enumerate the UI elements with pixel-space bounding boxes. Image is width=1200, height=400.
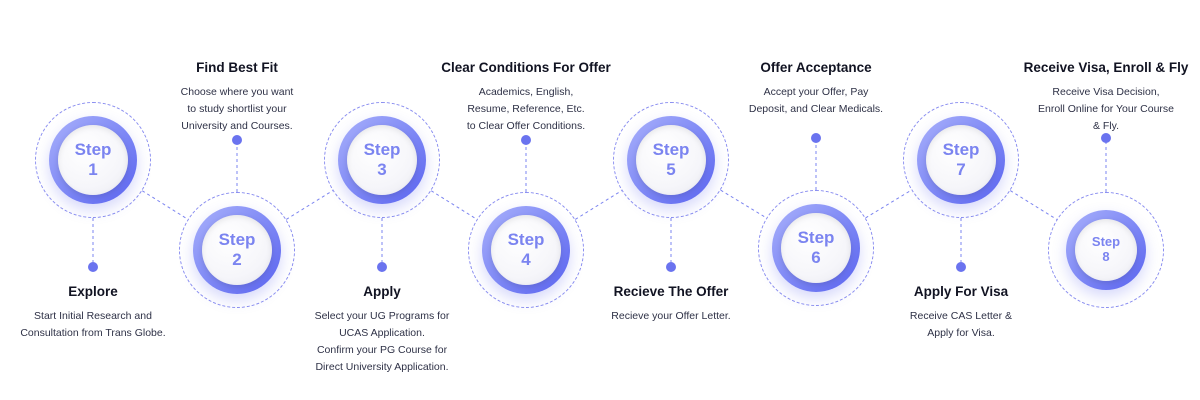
step-5-dot — [666, 262, 676, 272]
step-5-outer-ring — [613, 102, 729, 218]
connector-step-7-to-8 — [1010, 190, 1057, 220]
step-8-description: Receive Visa Decision, Enroll Online for … — [996, 84, 1200, 135]
step-4-outer-ring — [468, 192, 584, 308]
step-2-label: Step — [218, 230, 256, 250]
step-3-label: Step — [363, 140, 401, 160]
step-6-number: 6 — [811, 248, 821, 267]
step-4-description-line-3: to Clear Offer Conditions. — [466, 120, 586, 132]
step-3-description-line-2: UCAS Application. — [339, 327, 425, 339]
step-8-number: 8 — [1102, 249, 1110, 264]
step-4-description-line-1: Academics, English, — [478, 86, 574, 98]
step-7-label: Step — [942, 140, 980, 160]
step-4-description: Academics, English, Resume, Reference, Et… — [416, 84, 636, 135]
step-2-description: Choose where you want to study shortlist … — [127, 84, 347, 135]
connector-step-3-to-4 — [430, 190, 478, 220]
step-3-description-line-3: Confirm your PG Course for — [316, 344, 448, 356]
step-1-dot — [88, 262, 98, 272]
step-8-description-line-2: Enroll Online for Your Course — [1038, 103, 1174, 115]
step-2-description-line-1: Choose where you want — [180, 86, 294, 98]
step-1-description-line-2: Consultation from Trans Globe. — [20, 327, 166, 339]
step-1-label: Step — [74, 140, 112, 160]
step-1-description-line-1: Start Initial Research and — [34, 310, 152, 322]
step-3-title: Apply — [363, 284, 401, 299]
connector-step-4-to-5 — [575, 190, 622, 220]
step-5-label: Step — [652, 140, 690, 160]
step-4-description-line-2: Resume, Reference, Etc. — [467, 103, 585, 115]
step-7-number: 7 — [956, 160, 966, 179]
step-3-outer-ring — [324, 102, 440, 218]
step-3-number: 3 — [377, 160, 387, 179]
step-5-description-line-1: Recieve your Offer Letter. — [611, 310, 731, 322]
step-8-title: Receive Visa, Enroll & Fly — [1023, 60, 1189, 75]
step-7-description-line-2: Apply for Visa. — [927, 327, 995, 339]
step-6-dot — [811, 133, 821, 143]
step-2-dot — [232, 135, 242, 145]
step-4-dot — [521, 135, 531, 145]
step-8-description-line-3: & Fly. — [1092, 120, 1120, 132]
step-4-label: Step — [507, 230, 545, 250]
step-6-description-line-2: Deposit, and Clear Medicals. — [748, 103, 884, 115]
step-4-number: 4 — [521, 250, 531, 269]
connector-step-5-to-6 — [720, 189, 767, 219]
step-7-outer-ring — [903, 102, 1019, 218]
step-7-dot — [956, 262, 966, 272]
step-7-description: Receive CAS Letter & Apply for Visa. — [851, 308, 1071, 342]
step-1-outer-ring — [35, 102, 151, 218]
step-3-dot — [377, 262, 387, 272]
step-3-description-line-4: Direct University Application. — [315, 361, 449, 373]
step-4-title: Clear Conditions For Offer — [441, 60, 611, 75]
connector-step-2-to-3 — [286, 190, 333, 220]
step-2-outer-ring — [179, 192, 295, 308]
step-5-description: Recieve your Offer Letter. — [561, 308, 781, 325]
step-3-description-line-1: Select your UG Programs for — [314, 310, 450, 322]
connector-step-1-to-2 — [141, 190, 189, 220]
step-8-description-line-1: Receive Visa Decision, — [1052, 86, 1160, 98]
step-8-dot — [1101, 133, 1111, 143]
step-6-label: Step — [797, 228, 835, 248]
step-8-label: Step — [1091, 234, 1121, 250]
step-7-title: Apply For Visa — [913, 284, 1009, 299]
step-1-title: Explore — [68, 284, 118, 299]
step-6-title: Offer Acceptance — [760, 60, 872, 75]
step-2-number: 2 — [232, 250, 242, 269]
step-2-description-line-3: University and Courses. — [181, 120, 293, 132]
step-5-number: 5 — [666, 160, 676, 179]
step-8-outer-ring — [1048, 192, 1164, 308]
step-2-title: Find Best Fit — [196, 60, 278, 75]
step-6-description-line-1: Accept your Offer, Pay — [763, 86, 869, 98]
connector-step-6-to-7 — [865, 189, 912, 219]
step-6-outer-ring — [758, 190, 874, 306]
step-7-description-line-1: Receive CAS Letter & — [909, 310, 1013, 322]
step-1-number: 1 — [88, 160, 98, 179]
step-5-title: Recieve The Offer — [613, 284, 729, 299]
step-2-description-line-2: to study shortlist your — [187, 103, 287, 115]
